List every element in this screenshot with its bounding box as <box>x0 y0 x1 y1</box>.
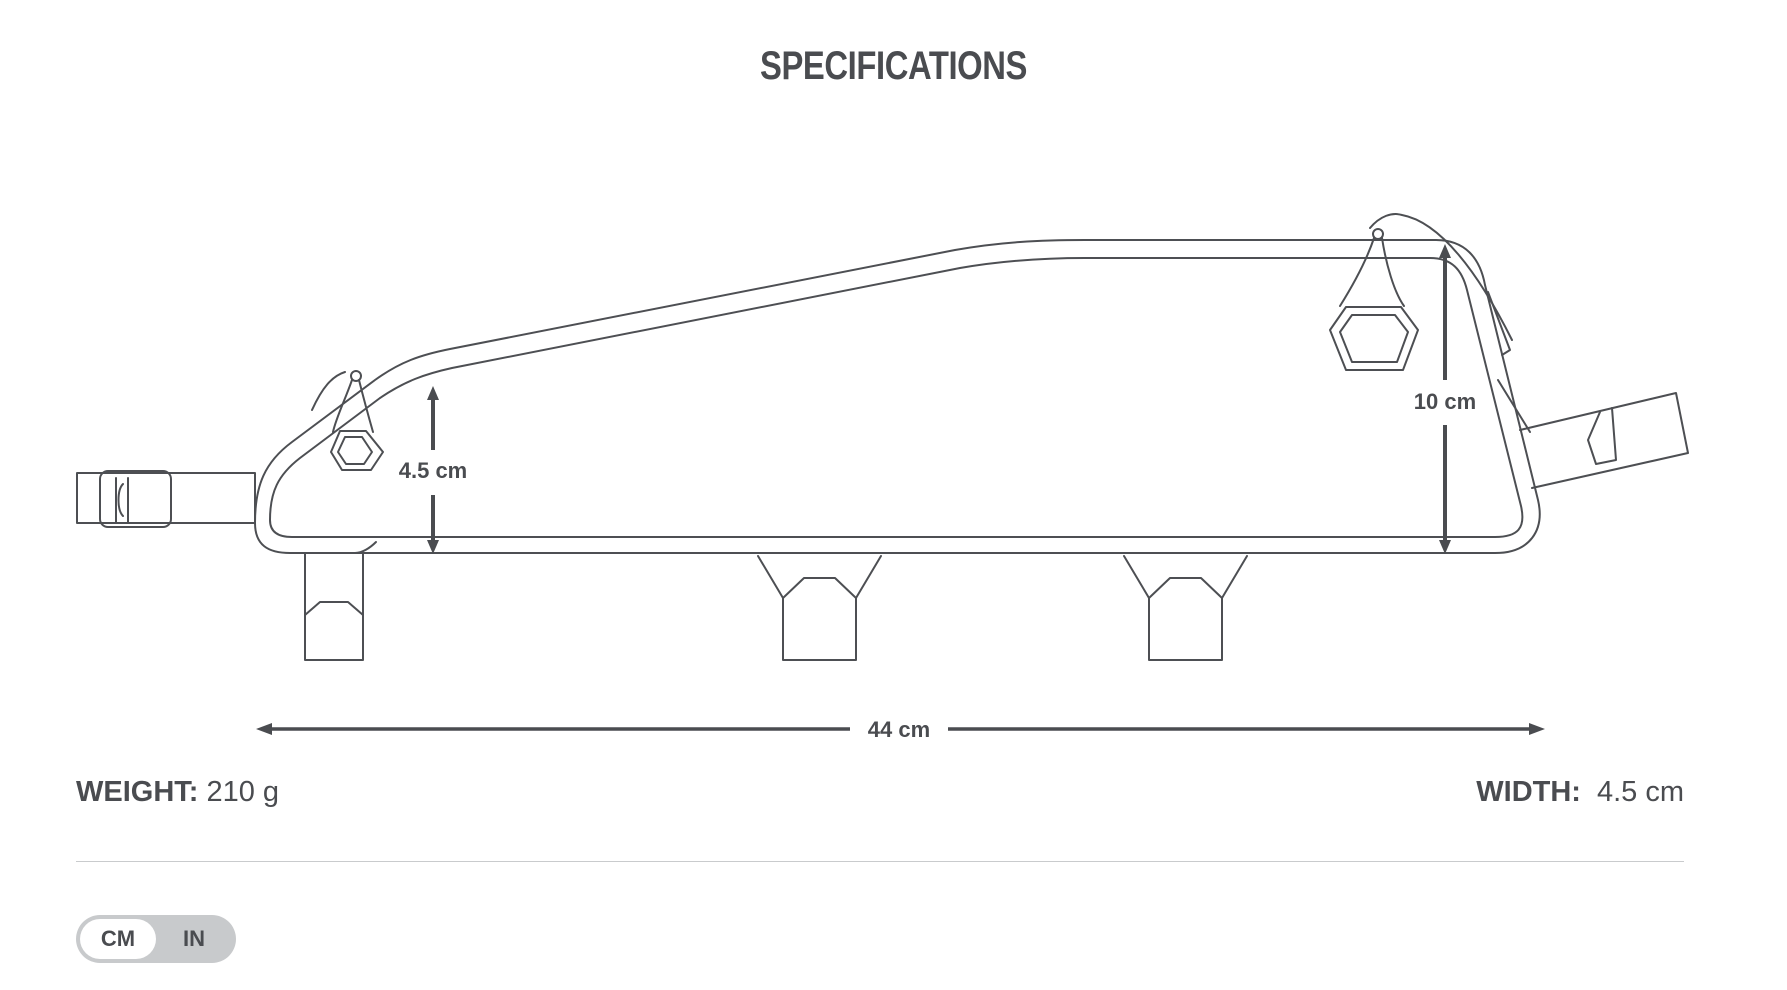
bag-outer-outline <box>254 239 1541 554</box>
unit-option-in[interactable]: IN <box>183 926 205 951</box>
front-flap <box>1369 213 1513 341</box>
divider <box>76 861 1684 862</box>
mount-strap-rear <box>304 541 377 661</box>
weight-value: 210 g <box>206 776 280 808</box>
rear-height-label: 4.5 cm <box>399 458 468 483</box>
width-value: 4.5 cm <box>1596 776 1684 808</box>
bag-inner-outline <box>269 257 1524 538</box>
front-height-label: 10 cm <box>1414 389 1476 414</box>
page-title: SPECIFICATIONS <box>759 44 1028 88</box>
front-zipper-pull <box>1329 228 1419 371</box>
weight-spec: WEIGHT:210 g <box>76 776 279 809</box>
weight-label: WEIGHT: <box>76 776 199 808</box>
rear-strap <box>76 470 256 528</box>
length-label: 44 cm <box>868 717 930 742</box>
mount-strap-front <box>1123 555 1248 661</box>
front-strap <box>1519 392 1689 489</box>
rear-zipper-pull <box>311 370 384 471</box>
width-spec: WIDTH: 4.5 cm <box>1476 776 1684 809</box>
mount-strap-middle <box>757 555 882 661</box>
unit-option-cm[interactable]: CM <box>80 919 156 959</box>
width-label: WIDTH: <box>1476 776 1581 808</box>
unit-toggle[interactable]: CM IN <box>76 915 236 963</box>
